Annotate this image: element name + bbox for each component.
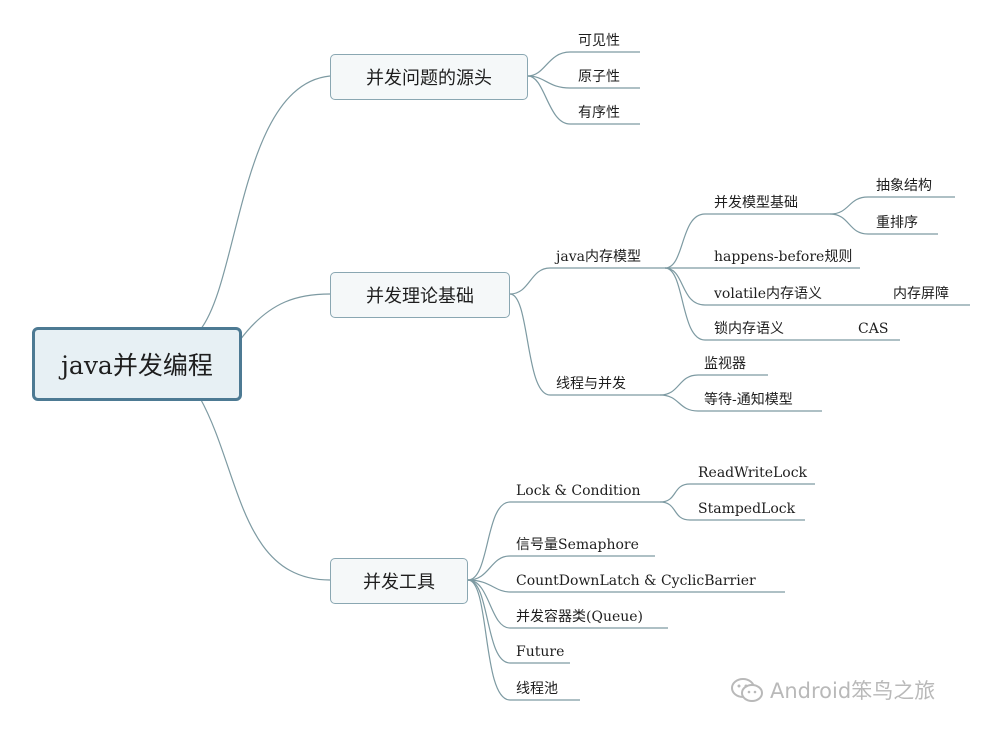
edge-b1-thread — [509, 293, 551, 396]
node-ordering[interactable]: 有序性 — [578, 105, 620, 121]
edge-b2-pool — [467, 579, 511, 701]
node-concurrency-sources[interactable]: 并发问题的源头 — [330, 54, 528, 100]
watermark-text: Android笨鸟之旅 — [770, 679, 936, 703]
node-monitor[interactable]: 监视器 — [704, 356, 746, 372]
edge-thread-wait — [659, 394, 699, 412]
node-visibility[interactable]: 可见性 — [578, 33, 620, 49]
edge-b2-lock — [467, 501, 511, 581]
node-cas[interactable]: CAS — [858, 321, 889, 337]
node-concurrency-theory[interactable]: 并发理论基础 — [330, 272, 510, 318]
edge-root-b1 — [239, 293, 331, 341]
node-concurrency-model-basics[interactable]: 并发模型基础 — [714, 195, 798, 211]
edge-jmm-model — [664, 213, 706, 269]
edge-model-reorder — [829, 213, 869, 235]
node-reordering[interactable]: 重排序 — [876, 215, 918, 231]
node-atomicity[interactable]: 原子性 — [578, 69, 620, 85]
edge-b0-c2 — [527, 75, 571, 125]
node-happens-before[interactable]: happens-before规则 — [714, 249, 853, 265]
node-thread-concurrency[interactable]: 线程与并发 — [556, 376, 626, 392]
node-wait-notify[interactable]: 等待-通知模型 — [704, 392, 793, 408]
node-countdownlatch[interactable]: CountDownLatch & CyclicBarrier — [516, 573, 756, 589]
edge-lock-rw — [659, 483, 691, 503]
wechat-icon — [731, 678, 763, 702]
edge-b2-queue — [467, 579, 511, 629]
node-stampedlock[interactable]: StampedLock — [698, 501, 796, 517]
node-lock-condition[interactable]: Lock & Condition — [516, 483, 641, 499]
node-semaphore[interactable]: 信号量Semaphore — [516, 537, 639, 553]
watermark: Android笨鸟之旅 — [730, 675, 935, 705]
node-concurrent-queue[interactable]: 并发容器类(Queue) — [516, 609, 644, 625]
node-thread-pool[interactable]: 线程池 — [516, 681, 558, 697]
edge-root-b2 — [199, 397, 331, 581]
node-memory-barrier[interactable]: 内存屏障 — [893, 286, 949, 302]
edge-thread-monitor — [659, 374, 699, 396]
edge-b0-c0 — [527, 51, 571, 77]
node-concurrency-tools[interactable]: 并发工具 — [330, 558, 468, 604]
edge-lock-stamped — [659, 501, 691, 521]
edge-root-b0 — [199, 75, 331, 331]
edge-model-abs — [829, 196, 869, 215]
edge-b1-jmm — [509, 267, 551, 295]
node-volatile-semantics[interactable]: volatile内存语义 — [714, 286, 823, 302]
edge-b2-future — [467, 579, 511, 664]
node-java-memory-model[interactable]: java内存模型 — [556, 249, 641, 265]
edge-b2-sem — [467, 555, 511, 581]
node-lock-semantics[interactable]: 锁内存语义 — [714, 321, 784, 337]
edge-jmm-lock — [664, 267, 706, 341]
node-abstract-structure[interactable]: 抽象结构 — [876, 178, 932, 194]
edge-jmm-vol — [664, 267, 706, 306]
root-node[interactable]: java并发编程 — [32, 327, 242, 401]
node-future[interactable]: Future — [516, 644, 565, 660]
node-readwritelock[interactable]: ReadWriteLock — [698, 465, 808, 481]
